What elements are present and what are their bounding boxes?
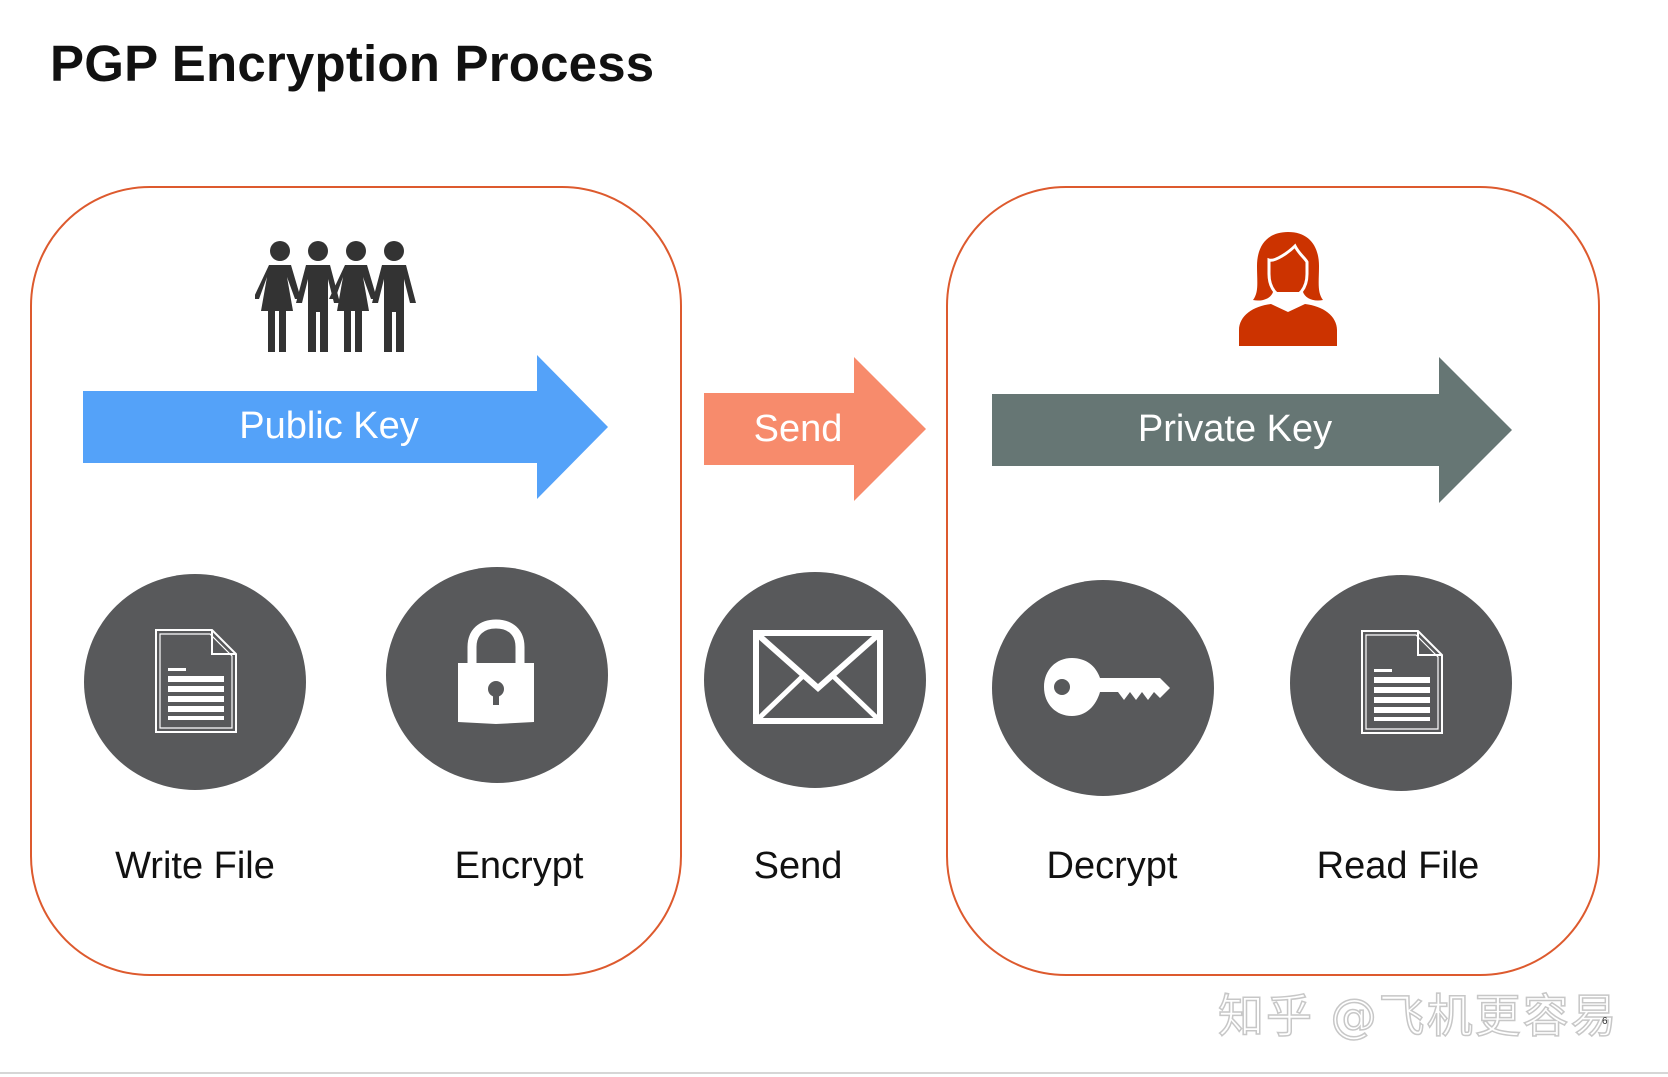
step-label-encrypt: Encrypt (454, 845, 584, 887)
send-arrow (704, 357, 926, 501)
padlock-icon (458, 619, 534, 724)
recipient-panel (946, 186, 1600, 976)
step-label-read-file: Read File (1316, 845, 1480, 887)
step-label-write-file: Write File (115, 845, 275, 887)
watermark: 知乎 @飞机更容易 (1217, 988, 1619, 1044)
public-key-label: Public Key (239, 405, 419, 447)
encrypt-circle (386, 567, 608, 783)
send-arrow-label: Send (753, 408, 843, 450)
bottom-divider (0, 1072, 1668, 1074)
send-circle (704, 572, 926, 788)
private-key-label: Private Key (1137, 408, 1333, 450)
public-key-arrow (83, 355, 608, 499)
slide-number: 6 (1602, 1016, 1608, 1027)
page-title: PGP Encryption Process (50, 35, 655, 92)
write-file-circle (84, 574, 306, 790)
step-label-decrypt: Decrypt (1046, 845, 1178, 887)
sender-panel (30, 186, 682, 976)
private-key-arrow (992, 357, 1512, 503)
key-icon (1044, 658, 1170, 716)
document-icon (155, 629, 237, 733)
read-file-circle (1290, 575, 1512, 791)
envelope-icon (753, 630, 883, 724)
decrypt-circle (992, 580, 1214, 796)
step-label-send: Send (753, 845, 843, 887)
people-group-icon (255, 241, 416, 352)
woman-user-icon (1239, 232, 1337, 346)
document-icon (1361, 630, 1443, 734)
